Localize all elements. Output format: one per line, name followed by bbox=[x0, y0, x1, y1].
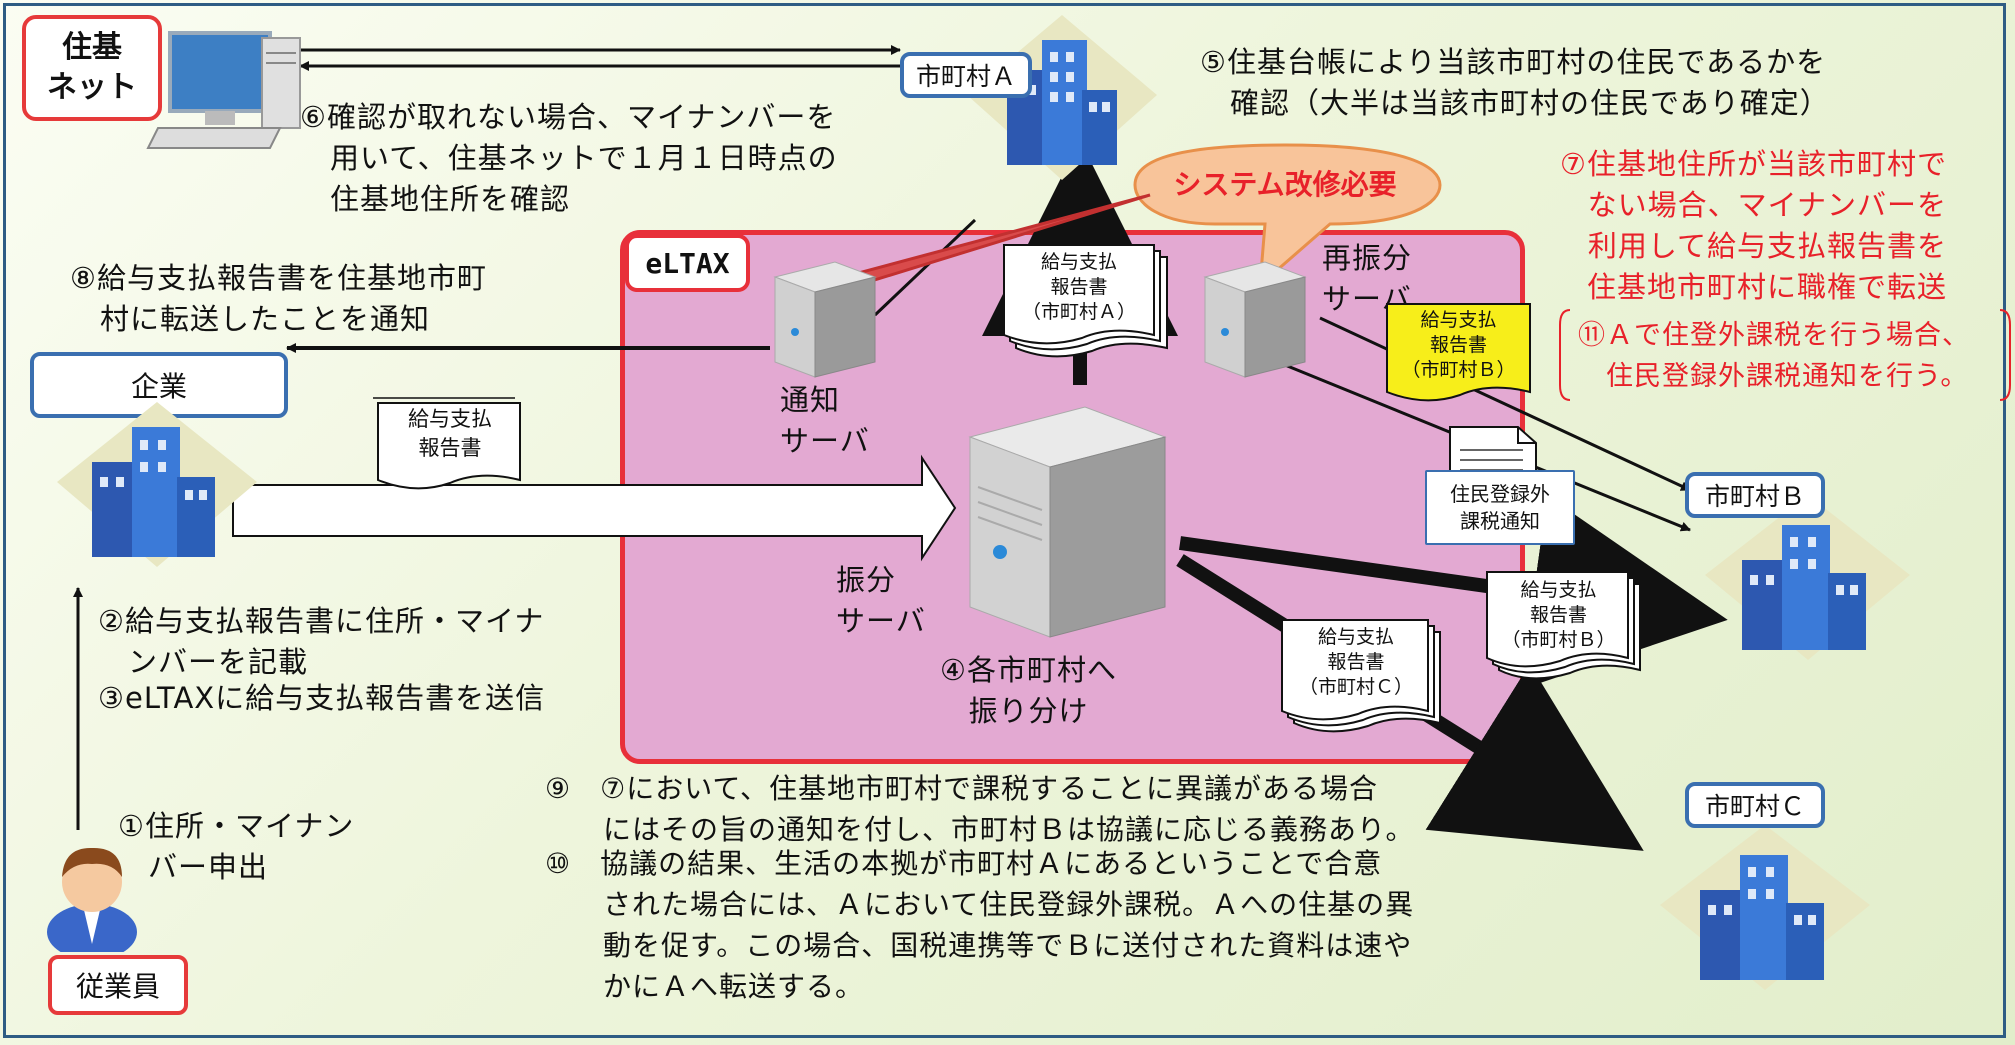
step-4-text: ④各市町村へ 振り分け bbox=[940, 653, 1117, 728]
notify-server-label: 通知 サーバ bbox=[780, 383, 870, 458]
juki-net-box: 住基 ネット bbox=[22, 15, 162, 121]
step-11-text: ⑪Ａで住登外課税を行う場合、 住民登録外課税通知を行う。 bbox=[1578, 320, 1970, 392]
line-notify-to-a bbox=[873, 218, 977, 317]
municipality-b-label: 市町村Ｂ bbox=[1685, 472, 1825, 518]
notify-server-icon bbox=[773, 261, 877, 378]
note-11-bracket-left bbox=[1559, 309, 1571, 401]
diagram-frame bbox=[3, 3, 2006, 1038]
municipality-a-label: 市町村Ａ bbox=[900, 52, 1032, 98]
employee-label: 従業員 bbox=[48, 955, 188, 1015]
step-10-text: ⑩ 協議の結果、生活の本拠が市町村Ａにあるということで合意 された場合には、Ａに… bbox=[545, 847, 1415, 1003]
doc-to-a-text: 給与支払 報告書 （市町村Ａ） bbox=[1021, 251, 1136, 323]
doc-plain-text: 給与支払 報告書 bbox=[408, 407, 492, 460]
callout-text: システム改修必要 bbox=[1173, 168, 1397, 201]
building-b-icon bbox=[1705, 495, 1910, 660]
arrow-reroute-to-b bbox=[1319, 316, 1691, 492]
doc-to-c-text: 給与支払 報告書 （市町村Ｃ） bbox=[1298, 626, 1413, 698]
doc-plain-icon bbox=[373, 397, 521, 490]
arrow-company-to-eltax bbox=[232, 454, 957, 562]
step-9-text: ⑨ ⑦において、住基地市町村で課税することに異議がある場合 にはその旨の通知を付… bbox=[545, 772, 1415, 846]
step-6-text: ⑥確認が取れない場合、マイナンバーを 用いて、住基ネットで１月１日時点の 住基地… bbox=[300, 100, 838, 216]
doc-to-a-icon bbox=[1003, 244, 1168, 358]
step-3-text: ③eLTAXに給与支払報告書を送信 bbox=[98, 681, 546, 715]
municipality-c-label: 市町村Ｃ bbox=[1685, 782, 1825, 828]
doc-to-b-yellow-text: 給与支払 報告書 （市町村Ｂ） bbox=[1401, 309, 1516, 381]
doc-to-b-yellow-icon bbox=[1386, 303, 1531, 402]
doc-to-b-text: 給与支払 報告書 （市町村Ｂ） bbox=[1501, 579, 1616, 651]
doc-to-b-icon bbox=[1486, 571, 1641, 680]
doc-to-c-icon bbox=[1281, 619, 1441, 733]
distribute-server-icon bbox=[968, 406, 1167, 638]
employee-icon bbox=[47, 847, 137, 952]
notice-doc-label: 住民登録外 課税通知 bbox=[1425, 470, 1575, 545]
reroute-server-label: 再振分 サーバ bbox=[1322, 241, 1413, 316]
step-1-text: ①住所・マイナン バー申出 bbox=[118, 809, 355, 884]
step-8-text: ⑧給与支払報告書を住基地市町 村に転送したことを通知 bbox=[70, 261, 487, 336]
step-5-text: ⑤住基台帳により当該市町村の住民であるかを 確認（大半は当該市町村の住民であり確… bbox=[1200, 45, 1830, 120]
distribute-server-label: 振分 サーバ bbox=[836, 563, 926, 638]
step-2-text: ②給与支払報告書に住所・マイナ ンバーを記載 bbox=[98, 604, 545, 679]
note-11-bracket-right bbox=[1999, 309, 2011, 401]
building-c-icon bbox=[1660, 825, 1870, 990]
step-7-text: ⑦住基地住所が当該市町村で ない場合、マイナンバーを 利用して給与支払報告書を … bbox=[1560, 147, 1947, 304]
computer-icon bbox=[146, 31, 301, 149]
eltax-label: eLTAX bbox=[625, 234, 750, 292]
reroute-server-icon bbox=[1203, 261, 1307, 378]
building-company-icon bbox=[57, 402, 257, 567]
